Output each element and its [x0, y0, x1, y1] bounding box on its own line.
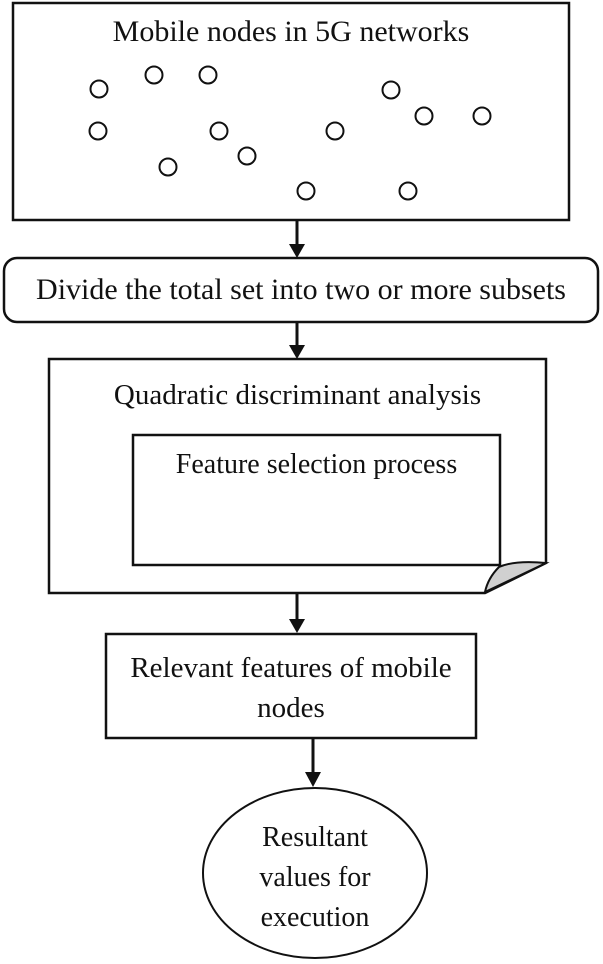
relevant-features-label: Relevant features of mobile nodes [130, 652, 452, 724]
node-circle [198, 65, 218, 85]
node-circle [414, 106, 434, 126]
node-circle [89, 79, 109, 99]
node-circle [88, 121, 108, 141]
node-circle [144, 65, 164, 85]
arrowhead-icon [289, 345, 305, 359]
node-circle [472, 106, 492, 126]
divide-subsets-box [2, 256, 600, 324]
node-circle [398, 181, 418, 201]
flow-arrow-1 [289, 221, 305, 258]
flow-arrow-2 [289, 323, 305, 359]
node-circle [381, 80, 401, 100]
arrowhead-icon [305, 772, 321, 787]
node-circle [237, 146, 257, 166]
result-ellipse-label: Resultant values for execution [259, 822, 371, 933]
node-circle [325, 121, 345, 141]
mobile-nodes-box-title: Mobile nodes in 5G networks [112, 15, 470, 48]
arrowhead-icon [289, 619, 305, 633]
arrowhead-icon [289, 244, 305, 258]
node-circles [88, 65, 492, 201]
divide-subsets-label: Divide the total set into two or more su… [36, 273, 566, 306]
relevant-features-box [104, 632, 478, 740]
node-circle [209, 121, 229, 141]
node-circle [296, 181, 316, 201]
feature-selection-box [131, 433, 502, 567]
feature-selection-label: Feature selection process [175, 449, 458, 480]
qda-box-fold-corner-icon [483, 561, 550, 594]
flow-arrow-3 [289, 594, 305, 633]
result-ellipse [202, 787, 428, 959]
flow-arrow-4 [305, 739, 321, 787]
qda-box-title: Quadratic discriminant analysis [113, 379, 482, 411]
node-circle [158, 157, 178, 177]
